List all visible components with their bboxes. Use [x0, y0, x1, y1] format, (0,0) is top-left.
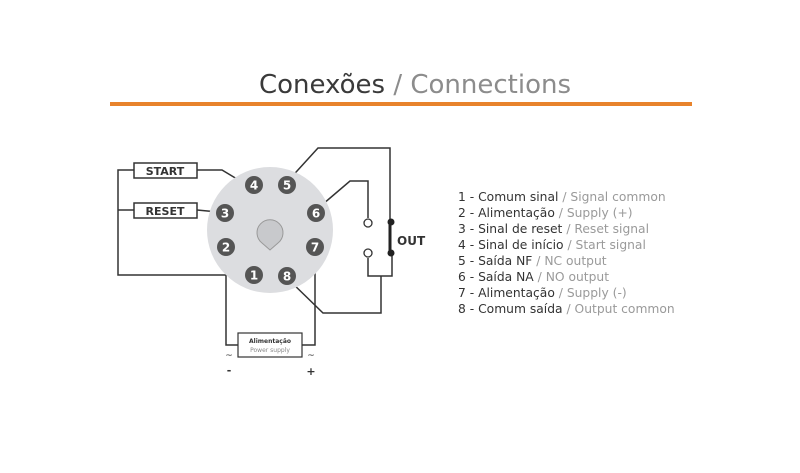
pin-label: 8	[283, 270, 291, 284]
legend-pt: 1 - Comum sinal	[458, 190, 559, 204]
pin-6	[307, 204, 325, 222]
pin-label: 2	[222, 241, 230, 255]
wire-out-common	[367, 253, 393, 277]
title-divider	[110, 102, 692, 106]
title-separator: /	[385, 70, 411, 100]
socket-key	[256, 219, 284, 251]
legend-item: 8 - Comum saída / Output common	[458, 302, 675, 316]
legend-item: 1 - Comum sinal / Signal common	[458, 190, 666, 204]
wire-pin5	[286, 147, 391, 222]
legend-en: NO output	[545, 270, 610, 284]
legend-item: 4 - Sinal de início / Start signal	[458, 238, 646, 252]
wire-pin7	[302, 250, 316, 346]
reset-label: RESET	[146, 205, 185, 218]
pin-label: 5	[283, 179, 291, 193]
pin-7	[306, 238, 324, 256]
power-label-en: Power supply	[250, 347, 290, 354]
legend-pt: 4 - Sinal de início	[458, 238, 564, 252]
minus-sign: -	[227, 364, 232, 377]
page-title: Conexões / Connections	[0, 70, 800, 100]
legend-en: Supply (+)	[566, 206, 633, 220]
pin-label: 6	[312, 207, 320, 221]
wires	[117, 147, 393, 346]
no-contact	[363, 218, 373, 228]
legend-en: Output common	[574, 302, 675, 316]
start-box	[133, 162, 198, 179]
title-pt: Conexões	[258, 70, 386, 100]
pin-label: 7	[311, 241, 319, 255]
pin-4	[245, 176, 263, 194]
legend-en: Supply (-)	[566, 286, 627, 300]
legend-pt: 6 - Saída NA	[458, 270, 534, 284]
pin-5	[278, 176, 296, 194]
pin-3	[216, 204, 234, 222]
legend-en: Signal common	[570, 190, 666, 204]
power-supply-box	[237, 332, 303, 358]
wire-pin8	[286, 276, 382, 314]
power-label-pt: Alimentação	[249, 338, 291, 345]
pin-8	[278, 267, 296, 285]
pin-label: 4	[250, 179, 258, 193]
legend-en: Reset signal	[574, 222, 650, 236]
legend-en: NC output	[544, 254, 607, 268]
out-label: OUT	[397, 234, 426, 248]
pin-1	[245, 266, 263, 284]
legend-item: 7 - Alimentação / Supply (-)	[458, 286, 627, 300]
legend-en: Start signal	[575, 238, 646, 252]
reset-box	[133, 202, 198, 219]
pin-label: 1	[250, 269, 258, 283]
title-en: Connections	[410, 70, 572, 100]
legend-pt: 5 - Saída NF	[458, 254, 533, 268]
ac-symbol-left: ~	[225, 351, 233, 361]
ac-symbol-right: ~	[307, 351, 315, 361]
legend-pt: 3 - Sinal de reset	[458, 222, 563, 236]
wire-pin2	[225, 250, 238, 346]
wire-pin6	[315, 180, 369, 218]
legend-pt: 7 - Alimentação	[458, 286, 555, 300]
pin-legend: 1 - Comum sinal / Signal common 2 - Alim…	[458, 189, 675, 317]
legend-item: 5 - Saída NF / NC output	[458, 254, 607, 268]
legend-pt: 2 - Alimentação	[458, 206, 555, 220]
start-label: START	[146, 165, 185, 178]
pin-2	[217, 238, 235, 256]
contact-dot	[387, 218, 395, 226]
legend-item: 2 - Alimentação / Supply (+)	[458, 206, 633, 220]
wire-common	[117, 169, 245, 276]
pin-label: 3	[221, 207, 229, 221]
nc-contact-open	[363, 248, 373, 258]
legend-item: 3 - Sinal de reset / Reset signal	[458, 222, 650, 236]
legend-item: 6 - Saída NA / NO output	[458, 270, 610, 284]
contact-dot	[387, 249, 395, 257]
legend-pt: 8 - Comum saída	[458, 302, 563, 316]
plus-sign: +	[306, 365, 315, 378]
